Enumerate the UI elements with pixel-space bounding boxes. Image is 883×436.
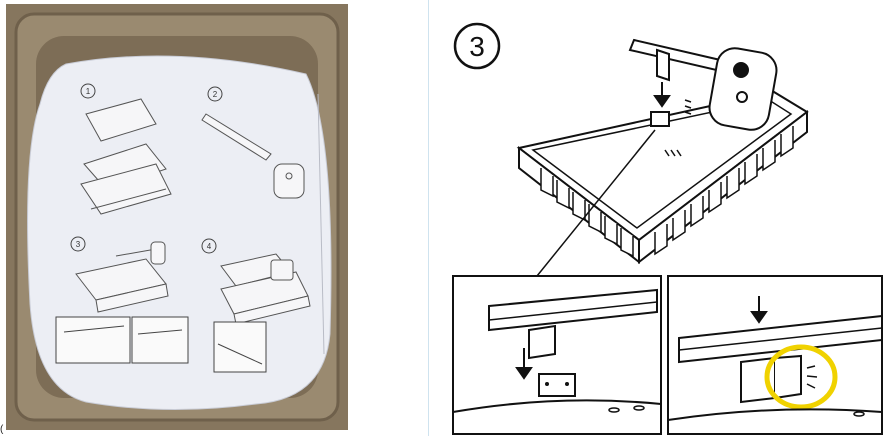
connector-block bbox=[650, 111, 670, 127]
diagram-illustration: 3 bbox=[452, 22, 883, 435]
leader-line bbox=[536, 129, 656, 277]
tray-drawing bbox=[516, 90, 809, 265]
stand-drawing bbox=[628, 38, 778, 131]
hatch-marks bbox=[664, 99, 692, 157]
inset-down-arrow-icon bbox=[515, 348, 533, 380]
photo-illustration: 1 2 3 4 bbox=[6, 4, 348, 430]
step-three-diagram: 3 bbox=[428, 0, 883, 436]
inset-panel-right bbox=[667, 275, 883, 435]
step-label-2: 2 bbox=[213, 90, 218, 99]
down-arrow-icon bbox=[653, 82, 671, 108]
step-label-3: 3 bbox=[76, 240, 81, 249]
instruction-sheet-photo: 1 2 3 4 bbox=[6, 4, 348, 430]
step-label-1: 1 bbox=[86, 87, 91, 96]
photo-caption: ( bbox=[0, 424, 4, 435]
highlight-circle bbox=[764, 344, 838, 410]
inset-right-down-arrow-icon bbox=[750, 296, 768, 324]
step-label-4: 4 bbox=[207, 242, 212, 251]
inset-panel-left bbox=[452, 275, 662, 435]
step-number-circle bbox=[453, 22, 501, 70]
step-number: 3 bbox=[469, 31, 485, 62]
